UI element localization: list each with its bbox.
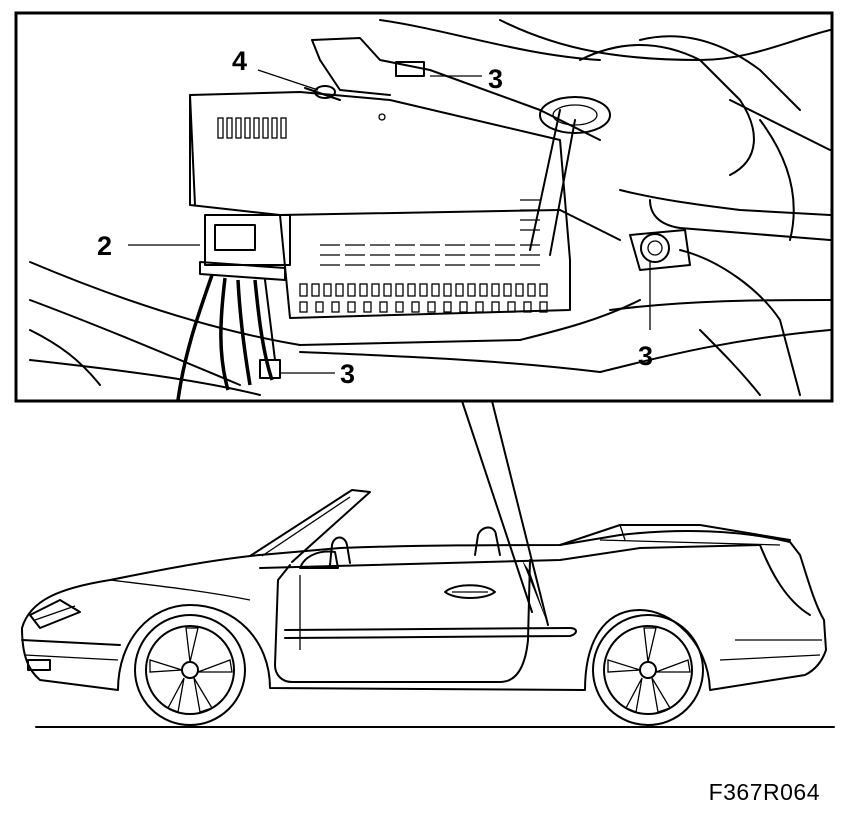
inset-background-structures [29, 19, 831, 396]
callout-4: 4 [232, 46, 247, 76]
callout-2: 2 [97, 231, 112, 261]
callout-leaders [128, 69, 651, 374]
inset-pointer-lines [461, 400, 549, 626]
detail-inset-frame [14, 11, 834, 403]
callout-3-bottom: 3 [340, 359, 355, 389]
callout-3-right: 3 [638, 341, 653, 371]
figure-code: F367R064 [708, 779, 820, 805]
fuse-relay-box [189, 91, 571, 319]
car-illustration [21, 489, 835, 728]
wiring-connector [176, 214, 291, 401]
callout-3-top: 3 [488, 64, 503, 94]
